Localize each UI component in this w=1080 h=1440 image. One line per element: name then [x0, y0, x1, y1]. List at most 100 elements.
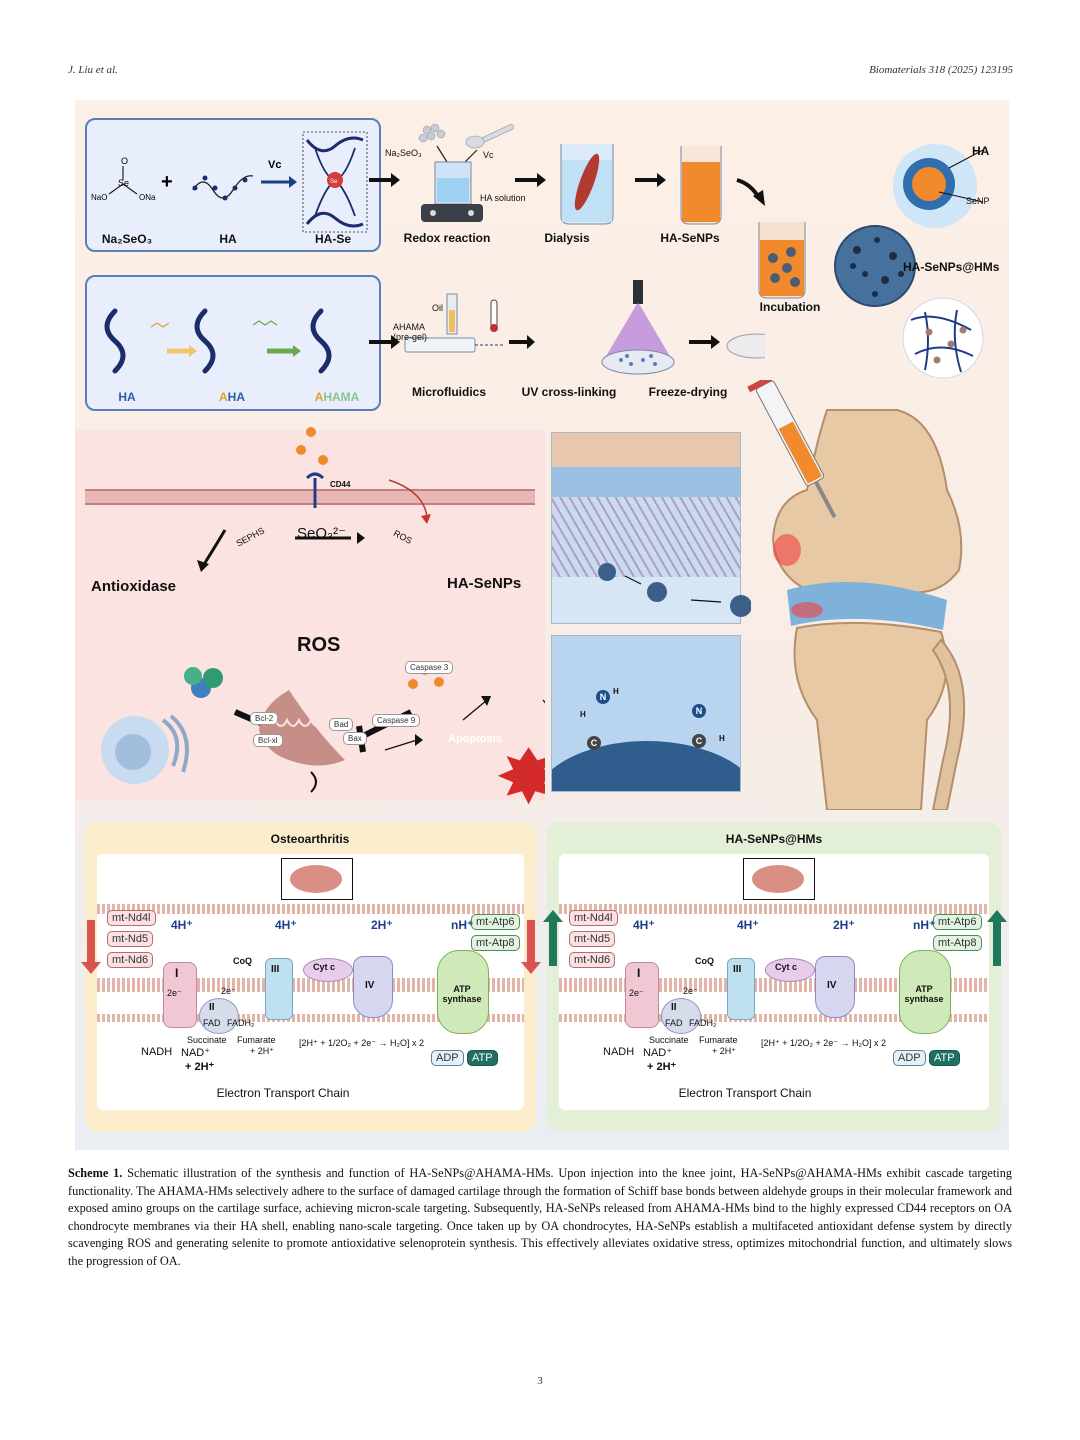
gene-tag: mt-Atp6 [471, 914, 520, 930]
ha-se-bracket [302, 131, 368, 233]
label-ha-2: HA [118, 390, 136, 404]
adp-badge: ADP [431, 1050, 464, 1066]
apoptosis-pathway-illustration [259, 690, 545, 805]
thermometer-icon [490, 299, 498, 329]
atp-badge: ATP [467, 1050, 498, 1066]
succinate-label: Succinate [649, 1035, 689, 1045]
mitochondrion-icon [259, 690, 345, 766]
na2seo3-structure [108, 166, 138, 195]
adp-badge: ADP [893, 1050, 926, 1066]
label-oil: Oil [432, 303, 443, 313]
gene-tag: mt-Nd4l [569, 910, 618, 926]
damaged-cartilage-highlight [773, 534, 801, 566]
svg-text:Se: Se [330, 179, 338, 185]
proton-nh: nH⁺ [913, 918, 936, 932]
label-seo3: SeO₃²⁻ [297, 525, 347, 542]
proton-2h: 2H⁺ [833, 918, 855, 932]
gene-tag: mt-Nd5 [107, 931, 154, 947]
label-ha-senps-hms: HA-SeNPs@HMs [903, 260, 1000, 274]
fad-label: FAD [665, 1018, 683, 1028]
label-ahama: AHAMA [314, 390, 360, 404]
complex-ii [199, 998, 239, 1034]
label-ros: ROS [297, 634, 341, 656]
fumarate-label: Fumarate [237, 1035, 276, 1045]
arrow-to-uv [509, 335, 535, 349]
gene-tag: mt-Nd6 [107, 952, 154, 968]
atom-c-left: C [587, 736, 601, 750]
microsphere-targeting [598, 563, 751, 617]
running-head-journal: Biomaterials 318 (2025) 123195 [869, 64, 1013, 76]
nad-label: NAD⁺ [643, 1047, 673, 1059]
svg-text:+: + [161, 171, 173, 193]
coq-label: CoQ [233, 956, 252, 966]
reagent-na2seo3-label: Na₂SeO₃ [385, 148, 422, 158]
label-apoptosis: Apoptosis [448, 733, 502, 745]
complex-iv [815, 956, 855, 1018]
uv-lamp-icon [633, 280, 643, 304]
arrow-to-dialysis [515, 173, 546, 187]
electron-2: 2e⁻ [683, 986, 698, 996]
atom-h-left-2: H [613, 687, 619, 696]
label-shell-senp: SeNP [966, 196, 990, 206]
tag-caspase3: Caspase 3 [405, 661, 454, 674]
tag-bcl2: Bcl-2 [250, 712, 279, 725]
ha-chain-2 [194, 308, 216, 374]
electron-1: 2e⁻ [167, 988, 182, 998]
electron-2: 2e⁻ [221, 986, 236, 996]
tag-bax: Bax [343, 732, 367, 745]
nad-label: NAD⁺ [181, 1047, 211, 1059]
caption-label: Scheme 1. [68, 1166, 123, 1180]
cartilage-layer-panel [551, 432, 741, 624]
proton-4h-1: 4H⁺ [171, 918, 193, 932]
ha-senps-etc-panel: HA-SeNPs@HMs mt-Nd4l mt-Nd5 mt-Nd6 mt-At… [543, 822, 1007, 1132]
mitochondrion-inset [281, 858, 353, 900]
label-ha-senps-cell: HA-SeNPs [447, 575, 522, 592]
succinate-label: Succinate [187, 1035, 227, 1045]
fibula-icon [931, 638, 966, 810]
osteoarthritis-etc-panel: Osteoarthritis mt-Nd4l mt-Nd5 mt-Nd6 mt-… [81, 822, 541, 1132]
arrow-to-freeze [689, 335, 720, 349]
cell-mechanism-illustration [85, 427, 535, 793]
arrow-to-ha-senps [635, 173, 666, 187]
water-equation: [2H⁺ + 1/2O₂ + 2e⁻ → H₂O] x 2 [761, 1038, 887, 1048]
label-incubation: Incubation [759, 300, 821, 314]
arrow-down-right-oa [527, 920, 535, 964]
atom-se: Se [118, 178, 129, 188]
scheme-figure: O Se NaO ONa + Vc Se Na₂SeO₃ HA HA-Se [75, 100, 1009, 1150]
atom-ona: ONa [139, 193, 156, 202]
cell-membrane [85, 490, 535, 504]
se-core [327, 172, 343, 188]
running-head-authors: J. Liu et al. [68, 64, 118, 76]
label-aha: AHA [218, 390, 246, 404]
ha-solution-label: HA solution [480, 193, 526, 203]
ha-se-synthesis-illustration: O Se NaO ONa + Vc Se [91, 131, 368, 233]
freeze-dried-dish-icon [726, 333, 765, 359]
spatula-icon [465, 124, 515, 149]
tag-bad: Bad [329, 718, 354, 731]
cytochrome-c [765, 958, 815, 982]
atom-h-right: H [719, 734, 725, 743]
antioxidase-protein-icon [184, 667, 223, 698]
process-row-2 [369, 280, 765, 375]
atp-synthase [437, 950, 489, 1034]
atp-synthase [899, 950, 951, 1034]
label-antioxidase: Antioxidase [91, 578, 177, 595]
ha-chain-3 [310, 308, 332, 374]
complex-ii [661, 998, 701, 1034]
gene-tag: mt-Nd6 [569, 952, 616, 968]
label-dialysis: Dialysis [544, 231, 590, 245]
figure-caption: Scheme 1. Schematic illustration of the … [68, 1165, 1012, 1270]
label-ha-senps: HA-SeNPs [660, 231, 720, 245]
gene-tag: mt-Atp8 [933, 935, 982, 951]
tag-caspase9: Caspase 9 [372, 714, 421, 727]
label-uv-crosslinking: UV cross-linking [521, 385, 617, 399]
arrow-up-left-ha [543, 910, 563, 922]
crosslink-network-zoom [902, 297, 984, 379]
nad-h-label: + 2H⁺ [185, 1061, 215, 1073]
proton-2h: 2H⁺ [371, 918, 393, 932]
vc-label: Vc [268, 159, 281, 171]
label-na2seo3: Na₂SeO₃ [101, 232, 153, 246]
etc-label: Electron Transport Chain [678, 1086, 812, 1100]
ha-chain-1 [104, 308, 126, 374]
complex-i [625, 962, 659, 1028]
